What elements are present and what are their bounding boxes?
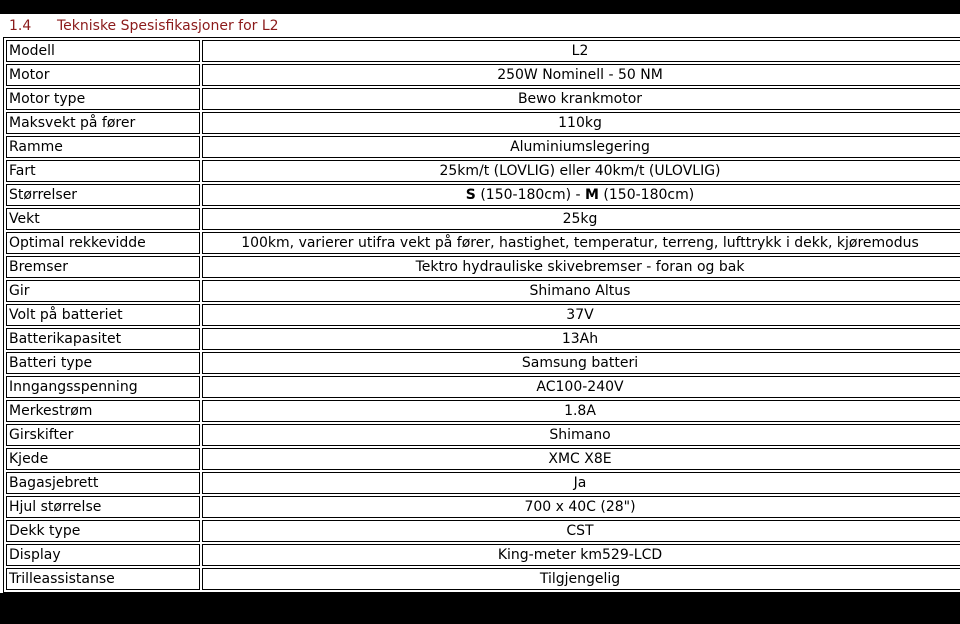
row-label: Volt på batteriet (6, 304, 200, 326)
row-label: Display (6, 544, 200, 566)
row-value: S (150-180cm) - M (150-180cm) (202, 184, 960, 206)
row-value: 37V (202, 304, 960, 326)
row-label: Størrelser (6, 184, 200, 206)
row-label: Vekt (6, 208, 200, 230)
row-label: Modell (6, 40, 200, 62)
row-label: Dekk type (6, 520, 200, 542)
row-label: Kjede (6, 448, 200, 470)
row-label: Girskifter (6, 424, 200, 446)
row-value: Ja (202, 472, 960, 494)
row-label: Gir (6, 280, 200, 302)
row-label: Inngangsspenning (6, 376, 200, 398)
section-number: 1.4 (9, 18, 32, 34)
section-heading: 1.4 Tekniske Spesisfikasjoner for L2 (9, 16, 279, 36)
row-value: Tilgjengelig (202, 568, 960, 590)
row-label: Batterikapasitet (6, 328, 200, 350)
row-value: 25kg (202, 208, 960, 230)
row-value: Bewo krankmotor (202, 88, 960, 110)
row-value: L2 (202, 40, 960, 62)
row-value: CST (202, 520, 960, 542)
row-value: XMC X8E (202, 448, 960, 470)
row-value: 25km/t (LOVLIG) eller 40km/t (ULOVLIG) (202, 160, 960, 182)
row-value: Samsung batteri (202, 352, 960, 374)
row-value: 13Ah (202, 328, 960, 350)
size-m: M (585, 187, 599, 203)
row-label: Bremser (6, 256, 200, 278)
row-value: Shimano Altus (202, 280, 960, 302)
size-m-range: (150-180cm) (598, 187, 695, 203)
row-label: Merkestrøm (6, 400, 200, 422)
bottom-black-bar (0, 593, 960, 624)
row-value: 700 x 40C (28") (202, 496, 960, 518)
row-label: Batteri type (6, 352, 200, 374)
row-label: Optimal rekkevidde (6, 232, 200, 254)
row-value: 110kg (202, 112, 960, 134)
size-s: S (465, 187, 476, 203)
row-label: Motor type (6, 88, 200, 110)
row-label: Fart (6, 160, 200, 182)
row-label: Trilleassistanse (6, 568, 200, 590)
row-label: Hjul størrelse (6, 496, 200, 518)
row-value: 1.8A (202, 400, 960, 422)
row-value: 250W Nominell - 50 NM (202, 64, 960, 86)
row-value: Shimano (202, 424, 960, 446)
size-s-range: (150-180cm) - (475, 187, 586, 203)
table-row: Størrelser S (150-180cm) - M (150-180cm) (6, 184, 960, 206)
row-value: 100km, varierer utifra vekt på fører, ha… (202, 232, 960, 254)
row-label: Bagasjebrett (6, 472, 200, 494)
row-value: Aluminiumslegering (202, 136, 960, 158)
row-label: Ramme (6, 136, 200, 158)
document-page: 1.4 Tekniske Spesisfikasjoner for L2 Mode… (0, 14, 960, 593)
section-title: Tekniske Spesisfikasjoner for L2 (57, 18, 279, 34)
row-value: King-meter km529-LCD (202, 544, 960, 566)
row-value: AC100-240V (202, 376, 960, 398)
row-value: Tektro hydrauliske skivebremser - foran … (202, 256, 960, 278)
row-label: Maksvekt på fører (6, 112, 200, 134)
row-label: Motor (6, 64, 200, 86)
